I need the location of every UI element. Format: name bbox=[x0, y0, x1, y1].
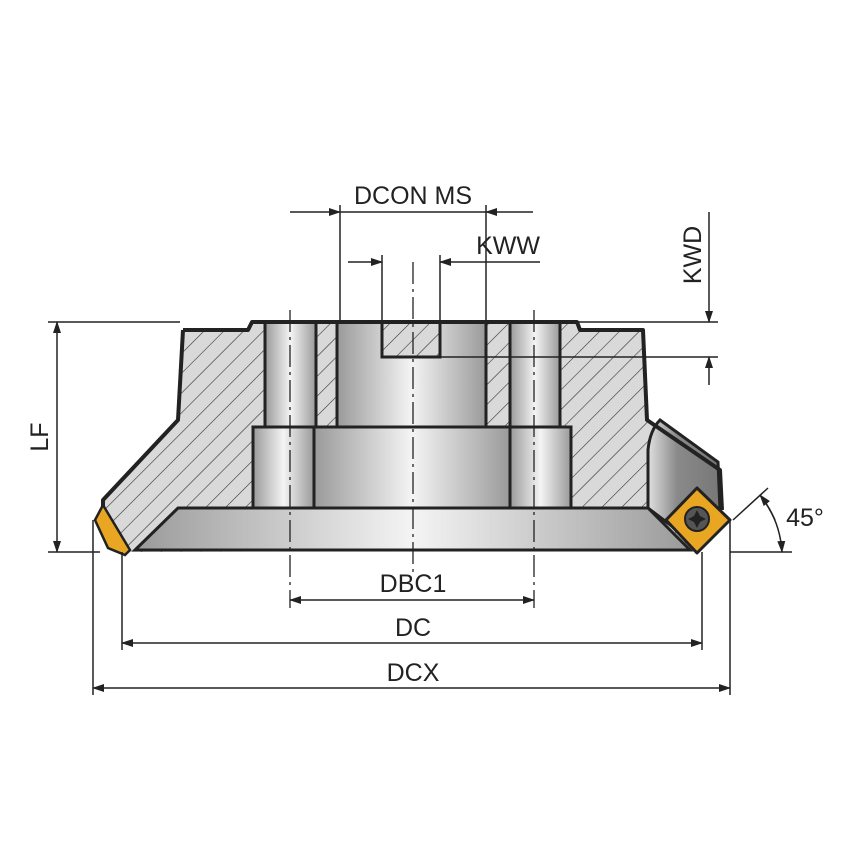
label-dbc1: DBC1 bbox=[380, 570, 447, 598]
insert-right bbox=[664, 486, 732, 555]
label-dcx: DCX bbox=[387, 659, 440, 687]
bolt-counterbore-left bbox=[251, 425, 316, 510]
center-counterbore bbox=[312, 425, 512, 510]
dim-angle bbox=[759, 494, 786, 553]
label-dc: DC bbox=[395, 614, 431, 642]
label-kwd: KWD bbox=[679, 226, 707, 284]
insert-left bbox=[93, 502, 132, 557]
label-kww: KWW bbox=[476, 232, 540, 260]
label-angle: 45° bbox=[786, 504, 824, 532]
bolt-hole-right bbox=[508, 320, 562, 429]
extension-lines bbox=[48, 205, 792, 695]
label-dcon-ms: DCON MS bbox=[354, 182, 472, 210]
label-lf: LF bbox=[26, 422, 54, 451]
bolt-counterbore-right bbox=[508, 425, 573, 510]
